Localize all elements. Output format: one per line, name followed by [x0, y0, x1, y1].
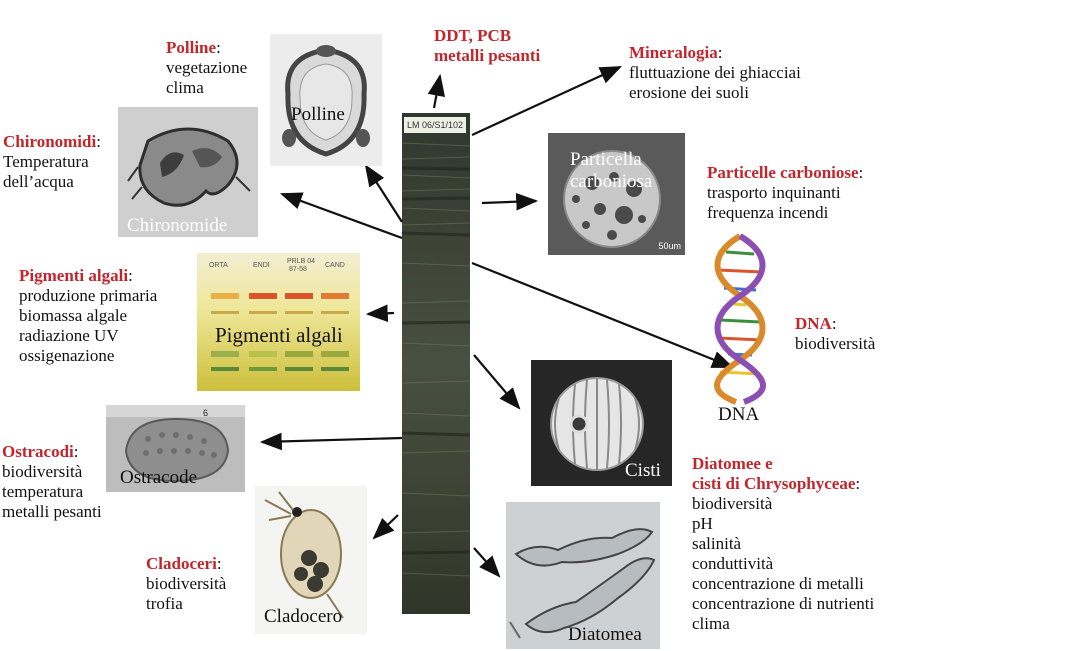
diatom-caption: Diatomea	[568, 624, 642, 645]
arrow-cladoceri	[372, 514, 399, 540]
pigmenti-line-4: ossigenazione	[19, 346, 115, 365]
ostracode-photo: 6 Ostracode	[106, 405, 245, 492]
diatomee-line-4: conduttività	[692, 554, 774, 573]
lane-label-2: ENDI	[253, 262, 270, 269]
ostracode-caption: Ostracode	[120, 467, 198, 488]
ddt-line-1: DDT, PCB	[434, 26, 512, 45]
arrow-chironomidi	[279, 192, 403, 240]
diatom-photo: Diatomea	[506, 502, 660, 649]
arrow-pigmenti	[365, 304, 395, 323]
arrow-ostracodi	[259, 432, 403, 451]
mineralogia-line-1: fluttuazione dei ghiacciai	[629, 63, 801, 82]
diatomee-line-5: concentrazione di metalli	[692, 574, 864, 593]
polline-line-2: clima	[166, 78, 204, 97]
chironomidi-line-2: dell’acqua	[3, 172, 74, 191]
pigment-caption: Pigmenti algali	[215, 323, 343, 347]
dna-caption: DNA	[718, 404, 760, 425]
ddt-line-2: metalli pesanti	[434, 46, 541, 65]
ostracode-number: 6	[203, 408, 209, 418]
core-layers	[401, 113, 471, 614]
arrow-polline	[364, 164, 403, 223]
chironomid-caption: Chironomide	[127, 215, 228, 236]
carboniose-line-1: trasporto inquinanti	[707, 183, 841, 202]
label-diatomee: Diatomee e cisti di Chrysophyceae: biodi…	[692, 454, 875, 633]
title-polline: Polline	[166, 38, 217, 57]
title-pigmenti: Pigmenti algali	[19, 266, 129, 285]
arrow-particella	[481, 192, 539, 211]
pigmenti-line-3: radiazione UV	[19, 326, 119, 345]
cladoceri-line-1: biodiversità	[146, 574, 227, 593]
title-chironomidi: Chironomidi	[3, 132, 97, 151]
pigment-plate-photo: ORTA ENDI PRLB 04 87-58 CAND Pigmenti al…	[197, 253, 360, 391]
cyst-photo: Cisti	[531, 360, 672, 486]
label-pigmenti: Pigmenti algali: produzione primaria bio…	[19, 266, 158, 365]
label-mineralogia: Mineralogia: fluttuazione dei ghiacciai …	[629, 43, 801, 102]
diatomee-line-1: biodiversità	[692, 494, 773, 513]
ostracodi-line-2: temperatura	[2, 482, 84, 501]
title-dna: DNA	[795, 314, 832, 333]
lane-label-3: PRLB 04	[287, 258, 316, 265]
dna-line-1: biodiversità	[795, 334, 876, 353]
chironomidi-line-1: Temperatura	[3, 152, 89, 171]
pollen-photo: Polline	[270, 34, 382, 166]
core-label-tag: LM 06/S1/102	[404, 117, 466, 133]
lane-label-3-sub: 87-58	[289, 266, 307, 273]
arrow-cisti	[473, 354, 521, 410]
arrow-mineralogia	[471, 66, 622, 136]
label-cladoceri: Cladoceri: biodiversità trofia	[146, 554, 227, 613]
label-chironomidi: Chironomidi: Temperatura dell’acqua	[3, 132, 101, 191]
sediment-core	[401, 113, 471, 614]
label-ddt: DDT, PCB metalli pesanti	[434, 26, 540, 66]
title-mineralogia: Mineralogia	[629, 43, 718, 62]
carboniose-line-2: frequenza incendi	[707, 203, 829, 222]
title-diatomee-2: cisti di Chrysophyceae	[692, 474, 856, 493]
cladocera-photo: Cladocero	[255, 486, 367, 634]
title-carboniose: Particelle carboniose	[707, 163, 859, 182]
diatomee-line-6: concentrazione di nutrienti	[692, 594, 875, 613]
diatomee-line-3: salinità	[692, 534, 742, 553]
diatomee-line-7: clima	[692, 614, 730, 633]
ostracodi-line-1: biodiversità	[2, 462, 83, 481]
ostracodi-line-3: metalli pesanti	[2, 502, 102, 521]
chironomid-photo: Chironomide	[118, 107, 258, 237]
pigmenti-line-2: biomassa algale	[19, 306, 128, 325]
arrow-dna	[471, 261, 735, 369]
diatomee-line-2: pH	[692, 514, 713, 533]
label-ostracodi: Ostracodi: biodiversità temperatura meta…	[2, 442, 102, 521]
cladoceri-line-2: trofia	[146, 594, 183, 613]
carbon-particle-photo: Particella carboniosa 50um	[548, 133, 685, 255]
cladocera-caption: Cladocero	[264, 606, 343, 627]
pollen-caption: Polline	[291, 104, 345, 125]
lane-label-1: ORTA	[209, 262, 228, 269]
dna-helix-image	[700, 232, 780, 407]
cyst-caption: Cisti	[625, 460, 661, 481]
title-ostracodi: Ostracodi	[2, 442, 74, 461]
lane-label-4: CAND	[325, 262, 345, 269]
label-polline: Polline: vegetazione clima	[166, 38, 248, 97]
label-dna: DNA: biodiversità	[795, 314, 876, 353]
scale-bar: 50um	[658, 241, 681, 251]
pigmenti-line-1: produzione primaria	[19, 286, 158, 305]
title-diatomee-1: Diatomee e	[692, 454, 773, 473]
arrow-ddt	[427, 73, 446, 109]
carbon-particle-caption-1: Particella	[570, 149, 642, 170]
label-carboniose: Particelle carboniose: trasporto inquina…	[707, 163, 864, 222]
mineralogia-line-2: erosione dei suoli	[629, 83, 749, 102]
title-cladoceri: Cladoceri	[146, 554, 217, 573]
arrow-diatomea	[473, 547, 501, 578]
carbon-particle-caption-2: carboniosa	[570, 171, 653, 192]
polline-line-1: vegetazione	[166, 58, 248, 77]
